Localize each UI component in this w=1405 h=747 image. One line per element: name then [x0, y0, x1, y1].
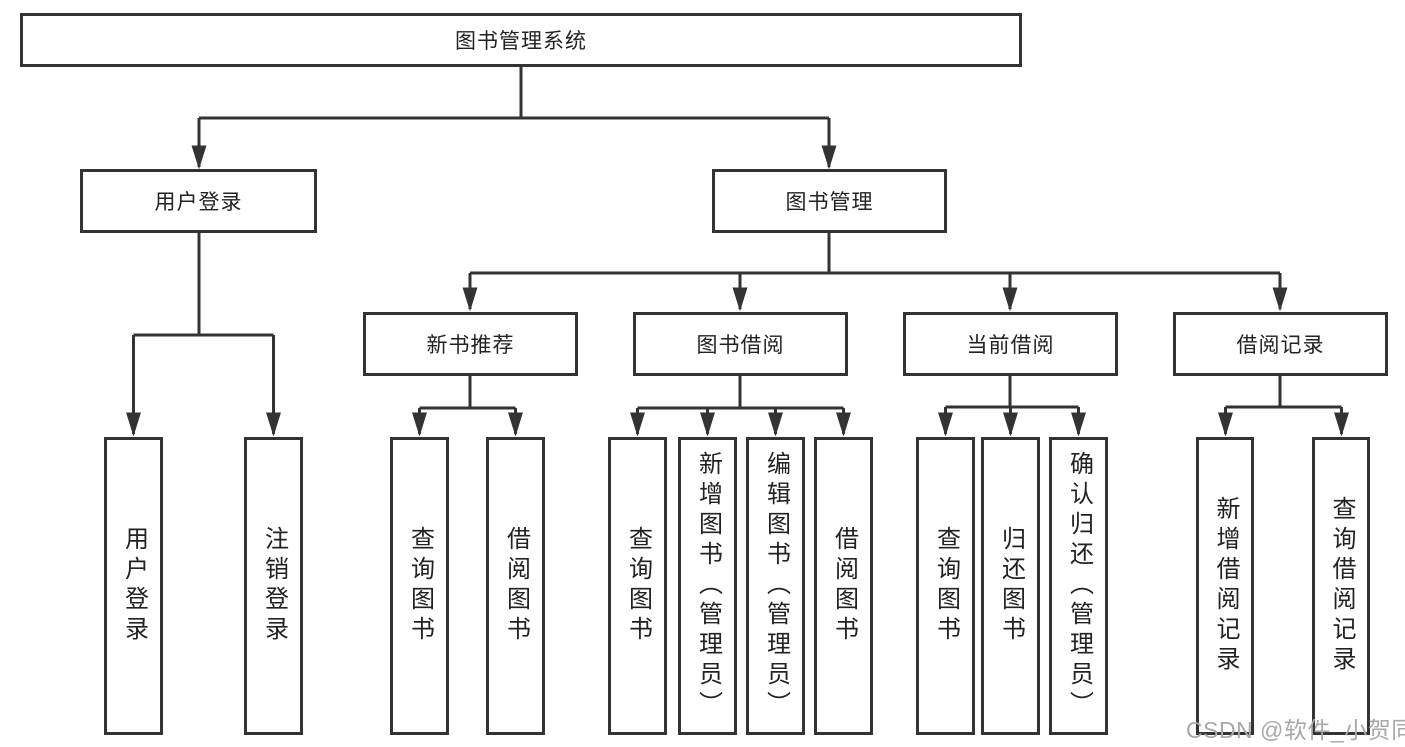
node-new-book-rec: 新书推荐 [363, 312, 578, 376]
connector-borrow-records-bar [1225, 376, 1342, 409]
connector-book-mgmt-bar [470, 233, 1280, 275]
node-leaf-logout: 注销登录 [244, 437, 303, 735]
node-leaf-confirm-return-admin: 确认归还（管理员） [1049, 437, 1108, 735]
node-root: 图书管理系统 [20, 13, 1022, 67]
connector-current-borrow-bar [945, 376, 1079, 409]
node-leaf-query-borrow-record: 查询借阅记录 [1312, 437, 1370, 735]
node-leaf-edit-book-admin: 编辑图书（管理员） [746, 437, 805, 735]
node-leaf-add-book-admin: 新增图书（管理员） [678, 437, 737, 735]
connector-new-book-rec-bar [419, 376, 516, 410]
node-book-mgmt: 图书管理 [712, 169, 947, 233]
node-borrow-records: 借阅记录 [1173, 312, 1388, 376]
node-current-borrow: 当前借阅 [903, 312, 1118, 376]
node-user-login: 用户登录 [80, 169, 317, 233]
node-leaf-user-login: 用户登录 [104, 437, 163, 735]
connector-root-bar [199, 67, 829, 120]
node-leaf-query-book-current: 查询图书 [916, 437, 975, 735]
csdn-watermark: CSDN @软件_小贺同学 [1186, 717, 1405, 743]
connector-book-borrow-bar [637, 376, 844, 410]
node-leaf-return-book: 归还图书 [981, 437, 1040, 735]
node-leaf-add-borrow-record: 新增借阅记录 [1196, 437, 1254, 735]
node-leaf-query-book-newrec: 查询图书 [390, 437, 449, 735]
connector-user-login-bar [133, 233, 274, 337]
node-book-borrow: 图书借阅 [633, 312, 848, 376]
node-leaf-borrow-book-newrec: 借阅图书 [486, 437, 545, 735]
node-leaf-query-book-borrow: 查询图书 [608, 437, 667, 735]
node-leaf-borrow-book-borrow: 借阅图书 [814, 437, 873, 735]
